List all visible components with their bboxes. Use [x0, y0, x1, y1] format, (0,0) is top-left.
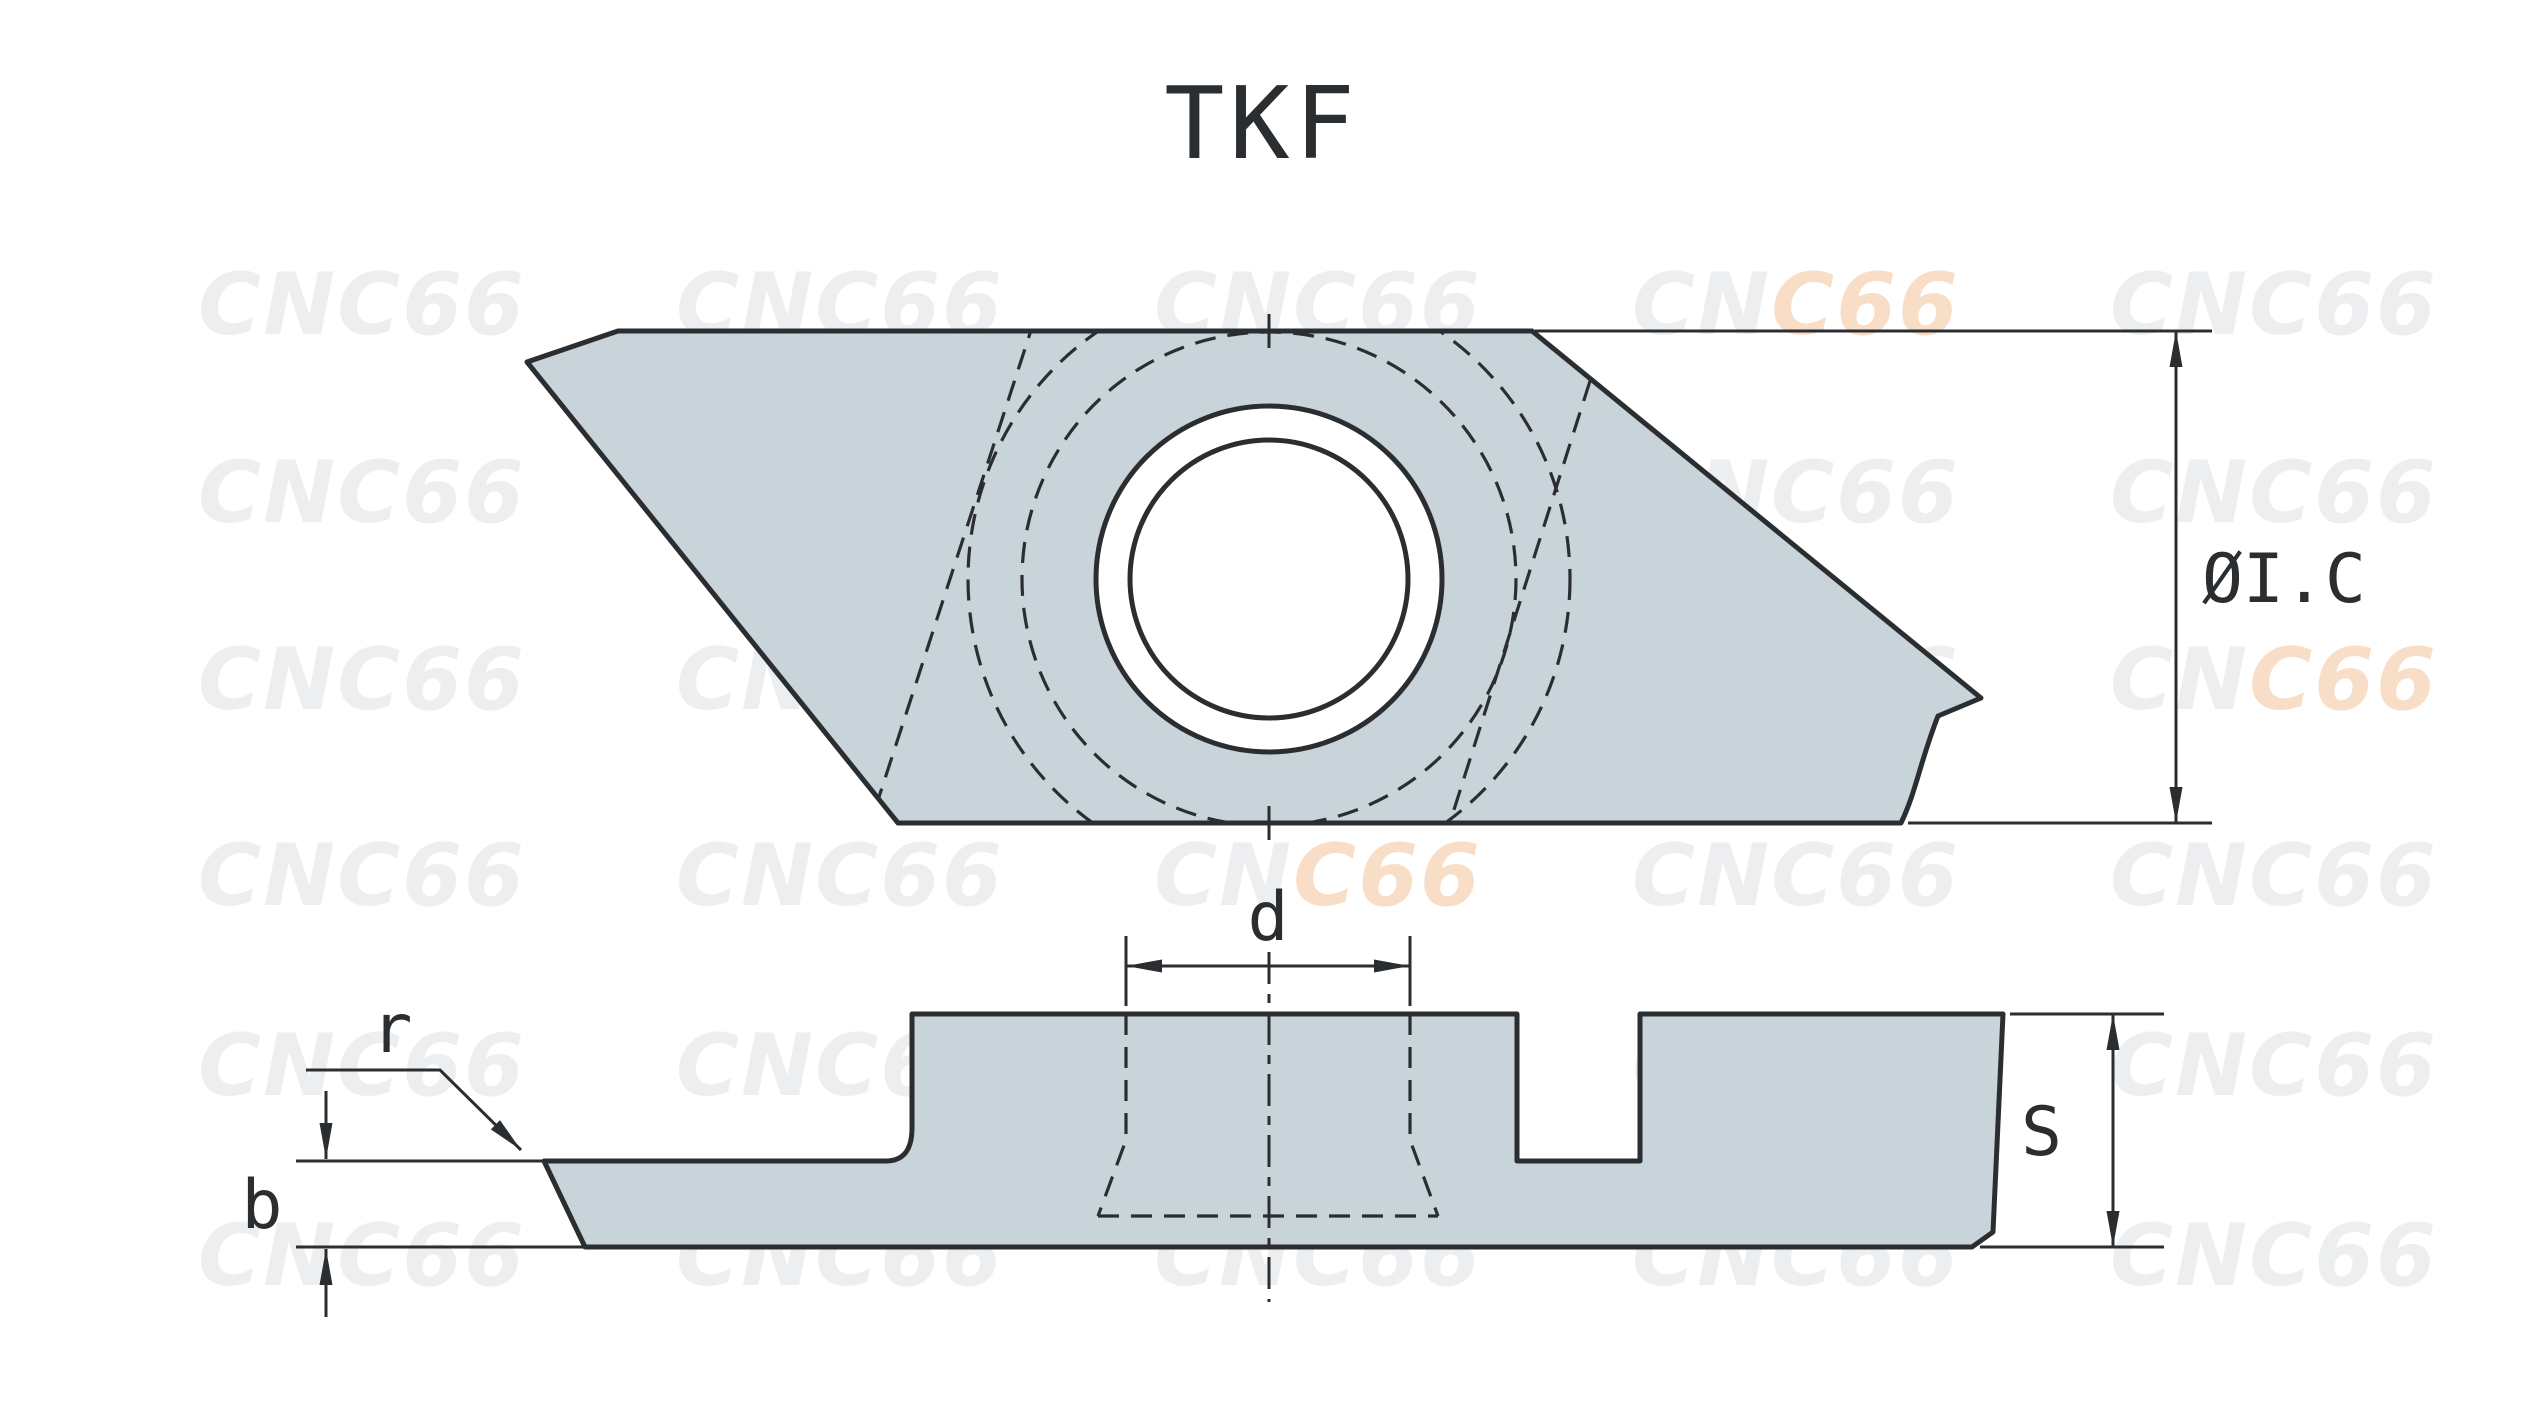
insert-side-outline — [541, 1011, 2006, 1250]
watermark-text: CNC66 — [1154, 826, 1482, 926]
watermark-text: CNC66 — [2110, 443, 2438, 543]
dim-hole-diameter: d — [1124, 878, 1412, 1006]
watermark-text: CNC66 — [676, 826, 1004, 926]
leader-line-r — [306, 1068, 523, 1152]
watermark-text: CNC66 — [2110, 255, 2438, 355]
watermark-text: CNC66 — [2110, 1016, 2438, 1116]
side-view — [541, 952, 2006, 1302]
watermark-text: CNC66 — [198, 443, 526, 543]
leader-corner-radius: r — [306, 990, 523, 1152]
hole-hidden-right — [1408, 1014, 1440, 1217]
left-clamp-edge-dashed — [876, 331, 1037, 801]
dim-label-ic: ØI.C — [2202, 540, 2366, 619]
watermark-text: CNC66 — [198, 630, 526, 730]
dim-label-s: S — [2021, 1093, 2062, 1172]
countersink-outer-dashed-circle — [966, 331, 1572, 823]
watermark-text: CNC66 — [198, 826, 526, 926]
watermark-text: CNC66 — [198, 1206, 526, 1306]
dim-label-r: r — [372, 990, 413, 1069]
dim-label-d: d — [1248, 878, 1289, 957]
watermark-text: CNC66 — [2110, 826, 2438, 926]
watermark-text: CNC66 — [198, 255, 526, 355]
watermark-text: CNC66 — [1632, 826, 1960, 926]
dim-inscribed-circle: ØI.C — [1535, 329, 2366, 825]
dim-edge-width: b — [242, 1091, 590, 1317]
dim-thickness: S — [1980, 1012, 2164, 1249]
watermark-text: CNC66 — [1632, 255, 1960, 355]
watermark-text: CNC66 — [2110, 630, 2438, 730]
dim-label-b: b — [242, 1166, 283, 1245]
page-title: TKF — [1164, 65, 1360, 182]
right-clamp-edge-dashed — [1443, 331, 1612, 823]
watermark-text: CNC66 — [2110, 1206, 2438, 1306]
top-view — [527, 314, 1981, 840]
screw-hole — [1127, 437, 1411, 721]
watermark-text: CNC66 — [198, 1016, 526, 1116]
hole-hidden-left — [1096, 1014, 1128, 1217]
